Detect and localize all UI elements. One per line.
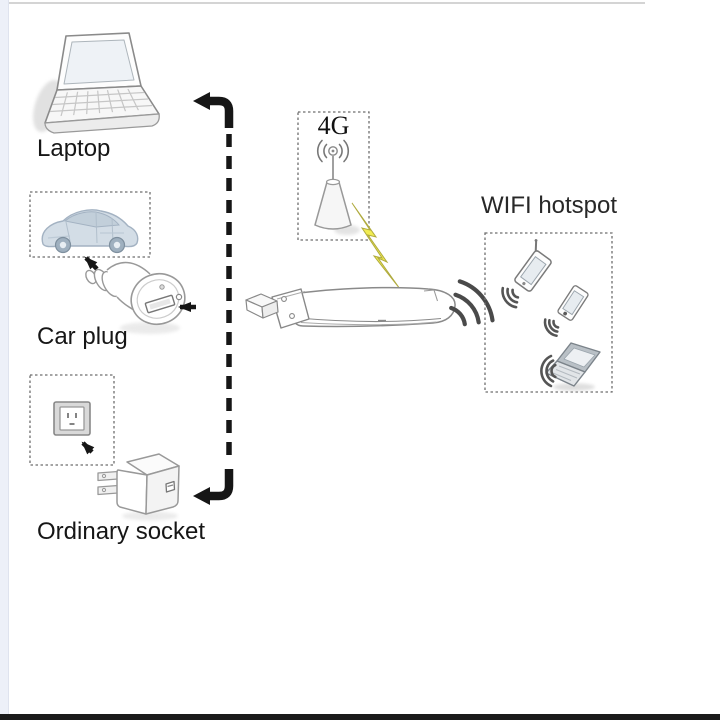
laptop-screen [63,39,135,85]
charger-usb-port [144,294,176,314]
laptop-illustration [33,32,160,134]
page-edge-strip [0,0,9,720]
antenna-cone [314,179,352,230]
laptop-keys [49,88,153,117]
charger-prong [97,470,119,482]
car-charger-illustration [85,261,186,334]
laptop-label: Laptop [37,135,111,162]
network-4g-box [297,111,370,241]
socket-box [29,374,115,466]
car-illustration [41,209,139,254]
wall-charger-illustration [97,453,180,521]
antenna-icon [314,139,360,235]
lightning-bolt-icon [351,202,401,290]
pointer-arrow-to-socket-icon [81,441,95,455]
car-plug-label: Car plug [37,323,128,350]
smartphone-a-icon [514,239,552,292]
charger-prong [97,484,119,496]
top-divider-line [9,2,645,4]
turn-left-arrow-top-icon [193,92,234,128]
wifi-arcs-phone-a-icon [501,286,520,309]
wifi-arcs-phone-b-icon [543,318,560,338]
dongle-notch [423,289,439,302]
hotspot-laptop-icon [545,342,601,391]
smartphone-b-icon [557,285,589,321]
laptop-front-lip [44,113,160,134]
dongle-body [291,286,456,328]
bottom-letterbox-bar [0,714,720,720]
usb-dongle-illustration [245,286,456,329]
antenna-signal-arcs [316,139,350,163]
wifi-signal-icon [449,279,495,327]
network-4g-label: 4G [317,111,350,140]
pointer-arrow-to-car-icon [84,256,99,271]
wifi-hotspot-box [484,232,613,393]
wall-socket-icon [53,401,91,436]
turn-left-arrow-bottom-icon [193,469,234,505]
charger-usb-slot [165,480,176,493]
ordinary-socket-label: Ordinary socket [37,518,206,545]
wifi-hotspot-label: WIFI hotspot [481,192,618,219]
